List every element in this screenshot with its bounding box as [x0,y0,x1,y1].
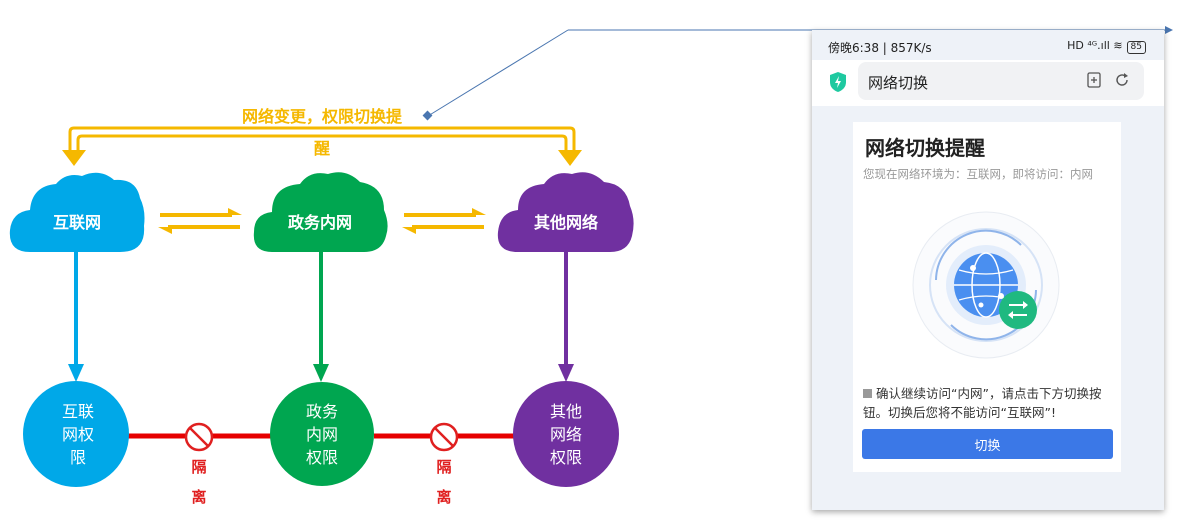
circle-internet-permission: 互联 网权 限 [23,381,129,487]
no-entry-icon [429,422,459,452]
status-bar: 傍晚6:38 | 857K/s HD ⁴ᴳ.ıll ≋85 [812,30,1164,60]
network-switch-card: 网络切换提醒 您现在网络环境为：互联网，即将访问：内网 确认继续 [853,122,1121,472]
phone-screenshot: 傍晚6:38 | 857K/s HD ⁴ᴳ.ıll ≋85 网络切换 网络切换提… [812,30,1164,510]
top-double-arrow-inner [76,134,568,156]
svg-text:政务: 政务 [306,402,338,421]
url-text: 网络切换 [868,74,929,92]
card-title: 网络切换提醒 [865,136,985,160]
isolation-label-2-line2: 离 [436,488,451,506]
svg-text:互联: 互联 [62,402,94,421]
top-arrowhead-right [558,150,582,166]
switch-message-text: 确认继续访问“内网”，请点击下方切换按钮。切换后您将不能访问“互联网”! [863,386,1102,420]
down-arrow-other [558,252,574,382]
svg-text:其他: 其他 [550,402,582,421]
callout-line [427,29,569,117]
down-arrow-intranet [313,252,329,382]
no-entry-icon [184,422,214,452]
url-field[interactable]: 网络切换 [858,62,1144,100]
svg-text:互联网: 互联网 [53,213,101,232]
svg-text:政务内网: 政务内网 [288,213,352,232]
bullet-square-icon [863,389,872,398]
isolation-label-1-line2: 离 [191,488,206,506]
svg-text:网络: 网络 [550,425,582,444]
top-double-arrow-outer [68,126,576,156]
svg-text:限: 限 [70,448,86,467]
svg-text:权限: 权限 [550,448,582,467]
svg-text:网权: 网权 [62,425,94,444]
exchange-arrows-1 [158,208,242,234]
switch-button[interactable]: 切换 [862,429,1113,459]
svg-text:其他网络: 其他网络 [534,213,598,232]
battery-icon: 85 [1126,41,1146,54]
circle-other-permission: 其他 网络 权限 [513,381,619,487]
status-signal-text: HD ⁴ᴳ.ıll [1067,39,1110,52]
top-arrowhead-left [62,150,86,166]
reload-icon[interactable] [1114,72,1130,88]
exchange-arrows-2 [402,208,486,234]
svg-text:内网: 内网 [306,425,338,444]
cloud-other-network: 其他网络 [497,172,634,252]
down-arrow-internet [68,252,84,382]
top-label-line2: 醒 [314,139,330,158]
circle-intranet-permission: 政务 内网 权限 [270,382,374,486]
callout-anchor [422,110,433,121]
isolation-label-2-line1: 隔 [436,458,451,476]
status-signal: HD ⁴ᴳ.ıll ≋85 [1067,39,1146,54]
shield-icon [830,72,846,92]
add-bookmark-icon[interactable] [1086,72,1102,88]
wifi-icon: ≋ [1113,39,1123,52]
cloud-gov-intranet: 政务内网 [253,172,388,252]
switch-message: 确认继续访问“内网”，请点击下方切换按钮。切换后您将不能访问“互联网”! [863,384,1115,422]
top-label-line1: 网络变更，权限切换提 [242,107,403,126]
globe-icon [912,211,1060,359]
svg-text:权限: 权限 [306,448,338,467]
card-subtitle: 您现在网络环境为：互联网，即将访问：内网 [863,167,1093,181]
isolation-label-1-line1: 隔 [191,458,206,476]
status-time-speed: 傍晚6:38 | 857K/s [828,41,932,55]
cloud-internet: 互联网 [9,172,145,252]
swap-arrows-icon [999,291,1037,329]
address-bar: 网络切换 [812,60,1164,106]
